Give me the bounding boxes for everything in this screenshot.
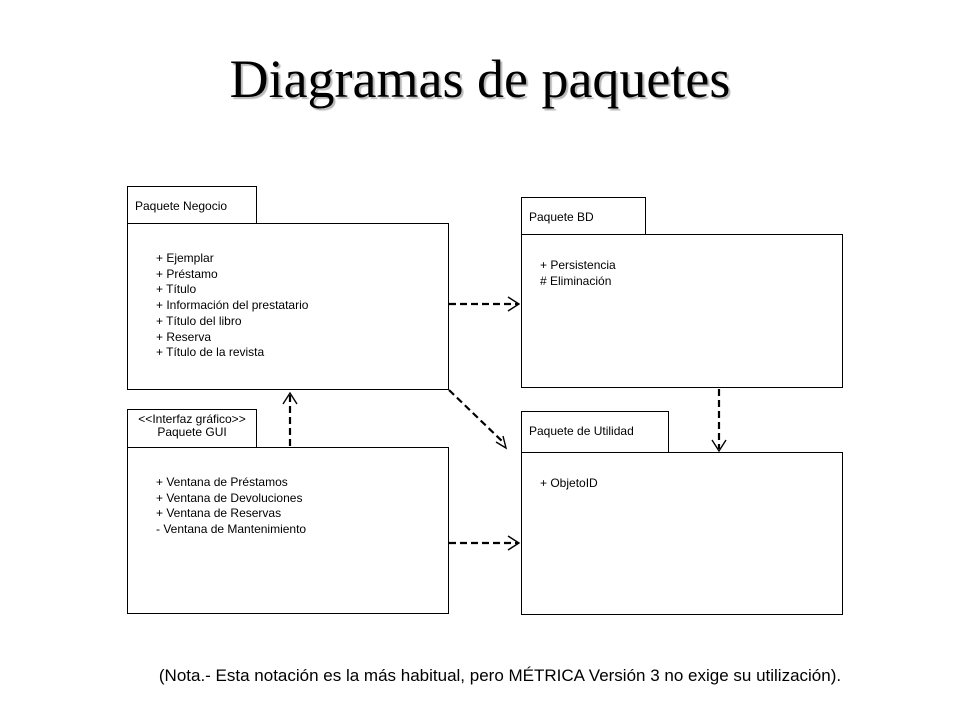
member-item: + Título: [156, 282, 197, 297]
package-gui-tab: <<Interfaz gráfico>> Paquete GUI: [127, 409, 257, 448]
member-item: + Ventana de Devoluciones: [156, 490, 303, 505]
package-negocio-members: + Ejemplar + Préstamo + Título + Informa…: [156, 251, 448, 361]
package-bd-name: Paquete BD: [529, 210, 594, 224]
member-item: + Ejemplar: [156, 251, 214, 265]
slide-title: Diagramas de paquetes: [229, 49, 731, 109]
package-gui-body: + Ventana de Préstamos + Ventana de Devo…: [127, 447, 449, 614]
member-item: + Ventana de Reservas: [156, 506, 282, 521]
dependency-negocio-to-utilidad: [448, 389, 508, 450]
footnote: (Nota.- Esta notación es la más habitual…: [158, 666, 842, 685]
package-gui-stereotype: <<Interfaz gráfico>>: [138, 412, 246, 426]
package-utilidad-tab: Paquete de Utilidad: [521, 411, 669, 453]
member-item: + Información del prestatario: [156, 298, 309, 313]
package-gui-members: + Ventana de Préstamos + Ventana de Devo…: [156, 475, 448, 538]
member-item: + ObjetoID: [540, 476, 598, 490]
member-item: + Título de la revista: [156, 345, 265, 360]
dependency-gui-to-utilidad: [449, 535, 521, 551]
package-utilidad-body: + ObjetoID: [521, 452, 843, 615]
package-bd-tab: Paquete BD: [521, 197, 646, 235]
member-item: + Reserva: [156, 329, 212, 344]
member-item: + Título del libro: [156, 313, 242, 328]
dependency-negocio-to-bd: [449, 296, 521, 312]
package-negocio-tab: Paquete Negocio: [127, 186, 257, 224]
dependency-gui-to-negocio: [282, 391, 298, 446]
member-item: + Préstamo: [156, 266, 218, 281]
member-item: # Eliminación: [540, 273, 612, 288]
package-negocio-name: Paquete Negocio: [135, 199, 228, 213]
package-utilidad-members: + ObjetoID: [540, 476, 842, 492]
package-bd-body: + Persistencia # Eliminación: [521, 234, 843, 388]
dependency-bd-to-utilidad: [711, 389, 727, 453]
member-item: + Ventana de Préstamos: [156, 475, 288, 489]
package-utilidad-name: Paquete de Utilidad: [529, 424, 634, 438]
member-item: - Ventana de Mantenimiento: [156, 522, 307, 537]
package-negocio-body: + Ejemplar + Préstamo + Título + Informa…: [127, 223, 449, 390]
package-gui-name: Paquete GUI: [157, 425, 227, 439]
member-item: + Persistencia: [540, 258, 616, 272]
package-bd-members: + Persistencia # Eliminación: [540, 258, 842, 289]
